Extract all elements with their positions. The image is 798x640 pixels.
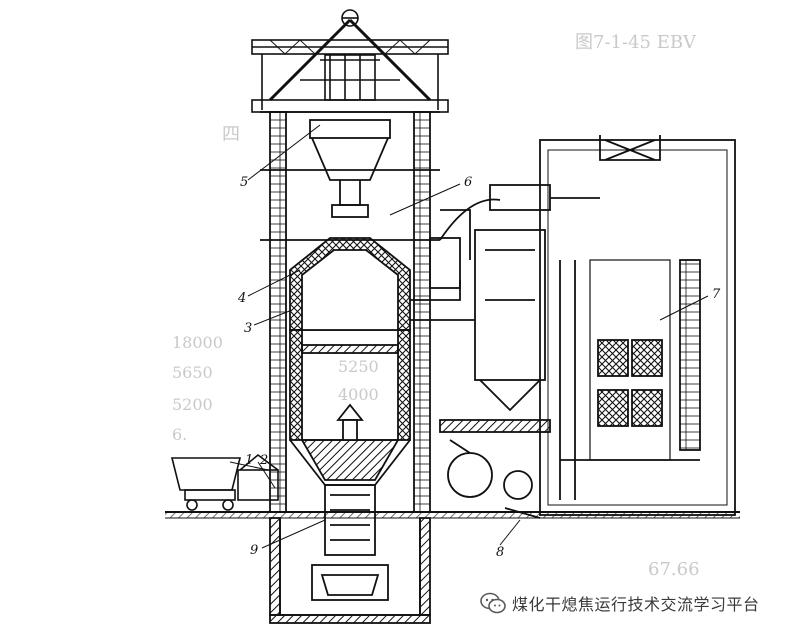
ghost-number-5: 4000 <box>338 385 379 404</box>
charging-hopper <box>309 119 391 218</box>
gas-ducts <box>410 184 600 321</box>
circulating-fan <box>447 439 541 519</box>
ghost-number-6: 6. <box>172 425 187 444</box>
label-9: 9 <box>250 543 258 558</box>
wechat-icon <box>480 592 506 614</box>
bleed-through-text: 图7-1-45 EBV 四 18000 5650 5200 5250 4000 … <box>172 32 700 580</box>
ghost-number-2: 5650 <box>172 363 213 382</box>
watermark-text: 煤化干熄焦运行技术交流学习平台 <box>512 595 760 614</box>
ghost-number-7: 67.66 <box>648 559 700 580</box>
label-2: 2 <box>259 453 268 468</box>
label-5: 5 <box>240 175 248 190</box>
ghost-caption: 图7-1-45 EBV <box>575 32 697 53</box>
label-7: 7 <box>712 287 721 302</box>
label-4: 4 <box>237 291 246 306</box>
tower-frame <box>260 111 440 513</box>
label-3: 3 <box>244 321 252 336</box>
label-1: 1 <box>245 453 253 468</box>
ghost-number-3: 5200 <box>172 395 213 414</box>
discharge-pit <box>269 484 431 624</box>
label-8: 8 <box>496 545 504 560</box>
ghost-number-4: 5250 <box>338 357 379 376</box>
watermark: 煤化干熄焦运行技术交流学习平台 <box>480 588 760 618</box>
quenching-chamber <box>289 237 411 486</box>
part-labels: 5 6 4 3 7 1 2 8 9 <box>237 175 721 560</box>
waste-heat-boiler <box>539 135 736 516</box>
label-6: 6 <box>464 175 472 190</box>
ground <box>165 511 740 519</box>
primary-dust-catcher <box>429 209 551 433</box>
charging-crane <box>251 9 449 113</box>
ghost-number-1: 18000 <box>172 333 223 352</box>
leader-lines <box>229 124 709 549</box>
ghost-heading: 四 <box>222 124 240 145</box>
